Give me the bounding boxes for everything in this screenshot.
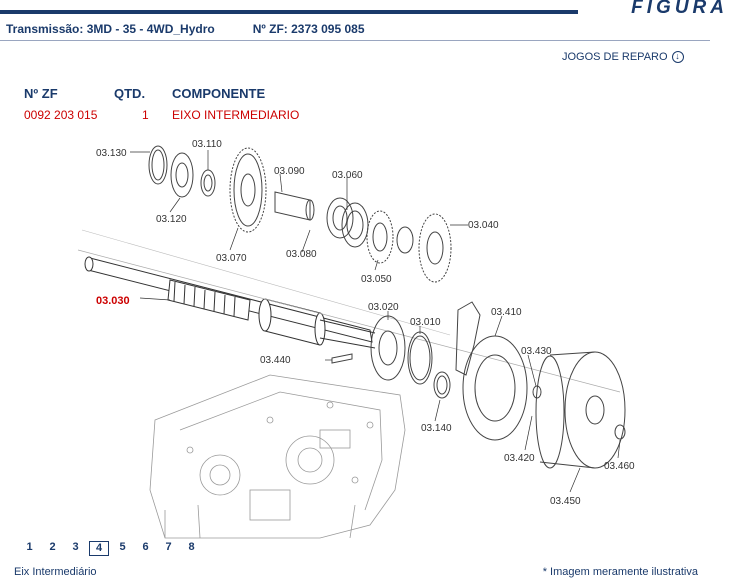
- page-1[interactable]: 1: [26, 541, 33, 553]
- header-component: COMPONENTE: [172, 86, 266, 101]
- illustrative-note: * Imagem meramente ilustrativa: [542, 566, 698, 578]
- bearing-03120: [170, 152, 194, 198]
- header-info: Transmissão: 3MD - 35 - 4WD_Hydro Nº ZF: …: [6, 22, 365, 36]
- callout-03070[interactable]: 03.070: [216, 253, 247, 264]
- washer-03110: [200, 169, 216, 197]
- snap-ring-03130: [148, 145, 168, 185]
- lever-03410: [455, 301, 481, 376]
- page-4-current[interactable]: 4: [89, 541, 109, 556]
- figure-caption: Eix Intermediário: [14, 566, 97, 578]
- page-7[interactable]: 7: [165, 541, 172, 553]
- sleeve-03090: [274, 191, 311, 221]
- drum-03450: [564, 351, 626, 469]
- exploded-parts-diagram: 03.130 03.110 03.120 03.090 03.060 03.07…: [77, 139, 635, 539]
- callout-03060[interactable]: 03.060: [332, 170, 363, 181]
- seal-03140: [433, 371, 451, 399]
- clip-03460: [614, 424, 626, 440]
- callout-03120[interactable]: 03.120: [156, 214, 187, 225]
- housing-drawing: [149, 374, 406, 539]
- callout-03440[interactable]: 03.440: [260, 355, 291, 366]
- page-5[interactable]: 5: [119, 541, 126, 553]
- header-zf-number: Nº ZF: [24, 86, 58, 101]
- callout-03460[interactable]: 03.460: [604, 461, 635, 472]
- callout-03010[interactable]: 03.010: [410, 317, 441, 328]
- callout-03430[interactable]: 03.430: [521, 346, 552, 357]
- top-rule: [0, 10, 578, 14]
- key-03440: [331, 353, 353, 364]
- arrow-down-circle-icon: ↓: [671, 51, 684, 63]
- zf-number-label: Nº ZF: 2373 095 085: [252, 22, 365, 36]
- repair-kits-label: JOGOS DE REPARO: [562, 51, 668, 63]
- callout-03110[interactable]: 03.110: [192, 139, 222, 150]
- row-zf-number[interactable]: 0092 203 015: [24, 108, 98, 122]
- transmission-label: Transmissão: 3MD - 35 - 4WD_Hydro: [6, 22, 215, 36]
- bolt-03430: [532, 385, 542, 399]
- callout-03090[interactable]: 03.090: [274, 166, 305, 177]
- page-3[interactable]: 3: [72, 541, 79, 553]
- row-component[interactable]: EIXO INTERMEDIARIO: [172, 108, 300, 122]
- header-rule: [0, 40, 710, 41]
- page-2[interactable]: 2: [49, 541, 56, 553]
- callout-03410[interactable]: 03.410: [491, 307, 522, 318]
- figura-title: FIGURA: [631, 0, 728, 18]
- bearing-03020: [370, 315, 406, 381]
- shaft-drawing: [77, 229, 621, 393]
- repair-kits-link[interactable]: JOGOS DE REPARO ↓: [562, 51, 684, 63]
- callout-03130[interactable]: 03.130: [96, 148, 127, 159]
- callout-03420[interactable]: 03.420: [504, 453, 535, 464]
- page-8[interactable]: 8: [188, 541, 195, 553]
- callout-03030[interactable]: 03.030: [96, 295, 130, 307]
- callout-03080[interactable]: 03.080: [286, 249, 317, 260]
- callout-03020[interactable]: 03.020: [368, 302, 399, 313]
- brake-plate-03410: [462, 335, 528, 441]
- callout-03050[interactable]: 03.050: [361, 274, 392, 285]
- gear-03040: [418, 213, 452, 283]
- callout-03450[interactable]: 03.450: [550, 496, 581, 507]
- bushing-03080: [326, 197, 354, 239]
- gear-03070: [229, 147, 267, 233]
- header-qty: QTD.: [114, 86, 146, 101]
- gear-03050: [366, 210, 394, 264]
- pagination: 1 2 3 4 5 6 7 8: [18, 541, 203, 556]
- page-6[interactable]: 6: [142, 541, 149, 553]
- row-qty: 1: [142, 108, 149, 122]
- callout-03040[interactable]: 03.040: [468, 220, 499, 231]
- callout-03140[interactable]: 03.140: [421, 423, 452, 434]
